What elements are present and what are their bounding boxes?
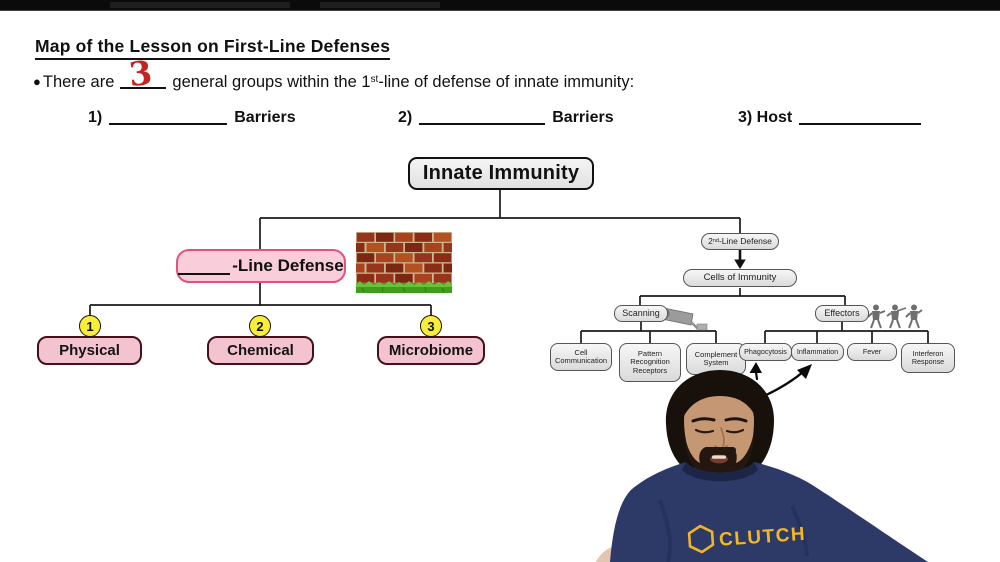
node-fever: Fever bbox=[847, 343, 897, 361]
node-cell-communication: Cell Communication bbox=[550, 343, 612, 371]
fill-in-number: 2) bbox=[398, 109, 413, 126]
brick-wall-image bbox=[356, 232, 452, 293]
blank-line bbox=[178, 258, 231, 275]
node-effectors: Effectors bbox=[815, 305, 869, 322]
answer-blank: 3 bbox=[120, 53, 167, 94]
fill-in-label: Barriers bbox=[234, 109, 296, 126]
node-complement-system: Complement System bbox=[686, 343, 746, 375]
node-label: -Line Defense bbox=[718, 235, 772, 246]
number-badge-2: 2 bbox=[249, 315, 271, 337]
badge-number: 2 bbox=[256, 318, 264, 334]
node-scanning: Scanning bbox=[614, 305, 668, 322]
topbar-smudge bbox=[110, 2, 290, 8]
fill-in-item-2: 2) Barriers bbox=[398, 106, 614, 127]
node-interferon-response: Interferon Response bbox=[901, 343, 955, 373]
fill-in-number: 1) bbox=[88, 109, 103, 126]
intro-sentence: ●There are 3 general groups within the 1st… bbox=[33, 53, 635, 94]
node-physical: Physical bbox=[37, 336, 142, 365]
badge-number: 3 bbox=[427, 318, 435, 334]
node-phagocytosis: Phagocytosis bbox=[739, 343, 792, 361]
intro-text-after: -line of defense of innate immunity: bbox=[378, 73, 635, 91]
letterbox-top-bar bbox=[0, 0, 1000, 11]
node-label: -Line Defense bbox=[232, 256, 344, 275]
node-label: 2 bbox=[708, 235, 713, 246]
fill-in-label: Barriers bbox=[552, 109, 614, 126]
page-title: Map of the Lesson on First-Line Defenses bbox=[35, 36, 391, 60]
intro-text-before: There are bbox=[42, 73, 115, 91]
node-pattern-recognition-receptors: Pattern Recognition Receptors bbox=[619, 343, 681, 382]
node-chemical: Chemical bbox=[207, 336, 314, 365]
fill-in-number: 3) Host bbox=[738, 109, 793, 126]
node-inflammation: Inflammation bbox=[791, 343, 844, 361]
blank-line bbox=[109, 106, 228, 125]
number-badge-1: 1 bbox=[79, 315, 101, 337]
bullet-icon: ● bbox=[33, 74, 41, 89]
fill-in-item-1: 1) Barriers bbox=[88, 106, 296, 127]
topbar-smudge bbox=[320, 2, 440, 8]
blank-line bbox=[799, 106, 922, 125]
node-cells-of-immunity: Cells of Immunity bbox=[683, 269, 797, 287]
ordinal-suffix: st bbox=[370, 74, 379, 85]
ordinal-suffix: nd bbox=[712, 238, 719, 245]
number-badge-3: 3 bbox=[420, 315, 442, 337]
node-innate-immunity: Innate Immunity bbox=[408, 157, 594, 190]
blank-line bbox=[419, 106, 546, 125]
intro-text-mid: general groups within the 1 bbox=[172, 73, 371, 91]
fill-in-item-3: 3) Host bbox=[738, 106, 928, 127]
node-microbiome: Microbiome bbox=[377, 336, 485, 365]
badge-number: 1 bbox=[86, 318, 94, 334]
node-first-line-defense: -Line Defense bbox=[176, 249, 346, 283]
